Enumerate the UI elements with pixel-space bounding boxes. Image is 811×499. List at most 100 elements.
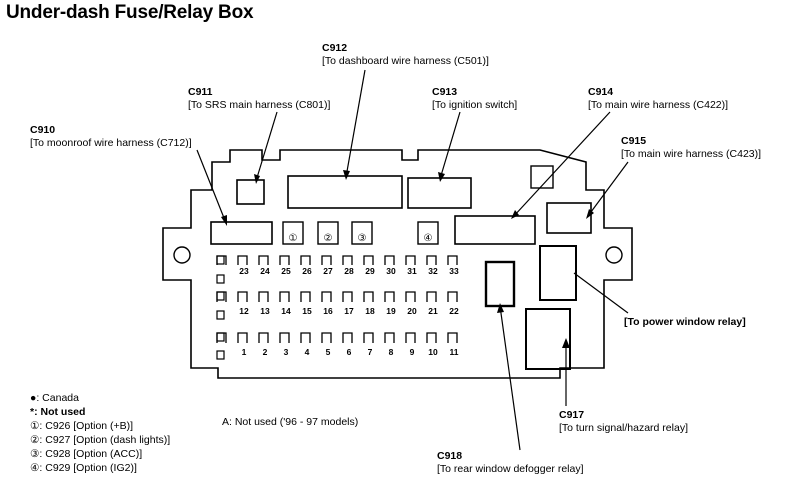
fuse-number: 23 xyxy=(239,266,249,276)
fuse-number: 30 xyxy=(386,266,396,276)
fuse-slot xyxy=(216,332,225,342)
legend-option-3: ③: C928 [Option (ACC)] xyxy=(30,448,143,460)
fuse-numbers-top: 23 24 25 26 27 28 29 30 31 32 33 xyxy=(239,266,459,276)
fuse-number: 19 xyxy=(386,306,396,316)
fuse-number: 13 xyxy=(260,306,270,316)
fuse-slot xyxy=(300,332,311,343)
mount-hole-right xyxy=(605,246,623,264)
label-c910: C910 [To moonroof wire harness (C712)] xyxy=(30,124,192,150)
fuse-slot xyxy=(447,291,458,302)
fuse-slot xyxy=(237,332,248,343)
fuse-numbers-bottom: 1 2 3 4 5 6 7 8 9 10 11 xyxy=(242,347,459,357)
fuse-number: 9 xyxy=(410,347,415,357)
fuse-slot xyxy=(258,291,269,302)
label-c913-desc: [To ignition switch] xyxy=(432,99,518,111)
option-marker-2: ② xyxy=(324,233,333,244)
connector-c911 xyxy=(236,179,265,205)
fuse-number: 32 xyxy=(428,266,438,276)
fuse-slot xyxy=(342,291,353,302)
fuse-number: 21 xyxy=(428,306,438,316)
fuse-slot xyxy=(258,255,269,265)
label-c915-desc: [To main wire harness (C423)] xyxy=(621,148,762,160)
fuse-slot xyxy=(426,291,437,302)
fuse-number: 6 xyxy=(347,347,352,357)
label-c918: C918 [To rear window defogger relay] xyxy=(437,450,584,476)
label-c917-desc: [To turn signal/hazard relay] xyxy=(559,422,688,434)
mount-hole-left xyxy=(173,246,191,264)
fuse-number: 7 xyxy=(368,347,373,357)
option-marker-1: ① xyxy=(289,233,298,244)
fuse-slot xyxy=(342,255,353,265)
fuse-number: 17 xyxy=(344,306,354,316)
fuse-numbers-mid: 12 13 14 15 16 17 18 19 20 21 22 xyxy=(239,306,459,316)
label-power-window-relay: [To power window relay] xyxy=(624,316,746,328)
label-c918-code: C918 xyxy=(437,450,463,462)
leader-lines xyxy=(196,69,629,451)
fuse-number: 8 xyxy=(389,347,394,357)
fuse-number: 10 xyxy=(428,347,438,357)
fuse-number: 11 xyxy=(450,347,459,357)
fuse-number: 31 xyxy=(407,266,417,276)
connector-c915 xyxy=(546,202,592,234)
fuse-slot xyxy=(384,255,395,265)
legend-option-1: ①: C926 [Option (+B)] xyxy=(30,420,134,432)
leader-arrowheads xyxy=(221,170,594,348)
fuse-slot xyxy=(216,350,225,360)
relay-turn-signal xyxy=(539,245,577,301)
label-c910-code: C910 xyxy=(30,124,56,136)
fuse-slot xyxy=(405,291,416,302)
label-c914-desc: [To main wire harness (C422)] xyxy=(588,99,729,111)
fuse-number: 29 xyxy=(365,266,375,276)
fuse-slot xyxy=(216,274,225,284)
fuse-slot xyxy=(300,255,311,265)
fuse-slot xyxy=(405,255,416,265)
label-c917: C917 [To turn signal/hazard relay] xyxy=(559,409,688,435)
fuse-number: 16 xyxy=(323,306,333,316)
fuse-slot xyxy=(342,332,353,343)
label-c918-desc: [To rear window defogger relay] xyxy=(437,463,584,475)
label-c915: C915 [To main wire harness (C423)] xyxy=(621,135,761,161)
fuse-slot xyxy=(426,332,437,343)
option-marker-4: ④ xyxy=(424,233,433,244)
fuse-number: 18 xyxy=(365,306,375,316)
legend-option-2: ②: C927 [Option (dash lights)] xyxy=(30,434,171,446)
fuse-slot xyxy=(321,255,332,265)
fuse-slot xyxy=(279,255,290,265)
fuse-number: 5 xyxy=(326,347,331,357)
legend-canada: ●: Canada xyxy=(30,392,79,404)
legend-option-4: ④: C929 [Option (IG2)] xyxy=(30,462,137,474)
connector-small-top xyxy=(530,165,554,189)
relay-defogger xyxy=(525,308,571,370)
option-connectors: ① ② ③ ④ xyxy=(282,221,439,245)
fuse-number: 15 xyxy=(302,306,312,316)
label-c917-code: C917 xyxy=(559,409,585,421)
fuse-slot xyxy=(447,332,458,343)
fuse-number: 12 xyxy=(239,306,249,316)
label-c911-desc: [To SRS main harness (C801)] xyxy=(188,99,331,111)
fuse-number: 20 xyxy=(407,306,417,316)
fuse-slot xyxy=(384,291,395,302)
fuse-slot xyxy=(405,332,416,343)
option-marker-3: ③ xyxy=(358,233,367,244)
fuse-slot xyxy=(321,332,332,343)
model-note: A: Not used ('96 - 97 models) xyxy=(222,416,359,428)
fuse-slot xyxy=(300,291,311,302)
label-c911-code: C911 xyxy=(188,86,213,98)
fuse-number: 25 xyxy=(281,266,291,276)
fuse-slot xyxy=(216,255,225,265)
label-c913: C913 [To ignition switch] xyxy=(432,86,517,112)
legend: ●: Canada *: Not used ①: C926 [Option (+… xyxy=(30,391,170,475)
fuse-slot xyxy=(279,291,290,302)
connector-c914 xyxy=(454,215,536,245)
fuse-number: 22 xyxy=(449,306,459,316)
fuse-slot xyxy=(258,332,269,343)
fuse-slots xyxy=(216,255,458,360)
label-c914: C914 [To main wire harness (C422)] xyxy=(588,86,728,112)
fuse-slot xyxy=(363,332,374,343)
fuse-slot xyxy=(426,255,437,265)
legend-not-used: *: Not used xyxy=(30,406,86,418)
fuse-slot xyxy=(216,310,225,320)
connector-c913 xyxy=(407,177,472,209)
fuse-slot xyxy=(447,255,458,265)
fuse-number: 3 xyxy=(284,347,289,357)
